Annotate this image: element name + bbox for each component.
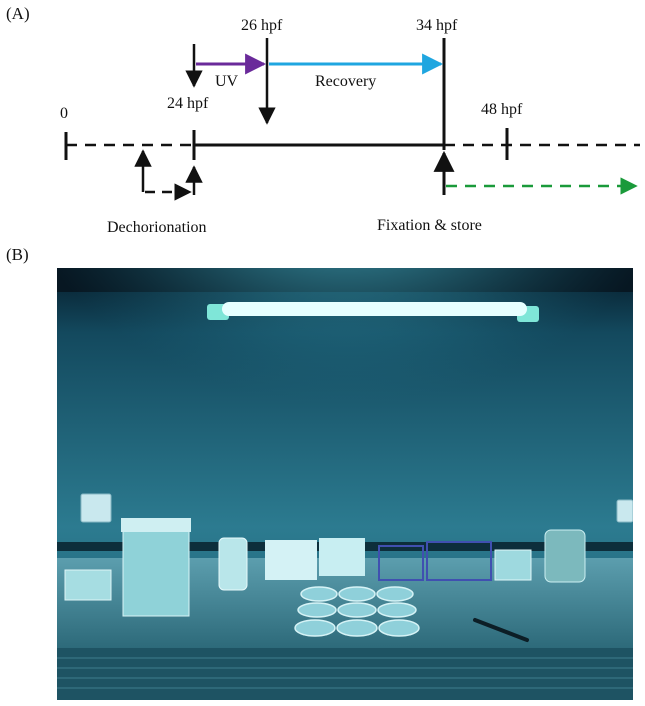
dechorionation-label: Dechorionation: [107, 219, 207, 236]
panel-label-a: (A): [6, 4, 30, 23]
glass-jar: [544, 529, 586, 583]
tube-rack-1: [378, 545, 424, 581]
petri-dishes: [294, 586, 420, 637]
uv-label: UV: [215, 73, 239, 90]
right-outlet: [616, 499, 633, 523]
front-grille: [57, 648, 633, 700]
white-box-1: [265, 540, 317, 580]
tick-label-48: 48 hpf: [481, 101, 523, 118]
medium-bottle: [218, 537, 248, 591]
tick-label-34: 34 hpf: [416, 17, 458, 34]
clear-container: [494, 549, 532, 581]
recovery-label: Recovery: [315, 73, 376, 90]
left-outlet: [80, 493, 112, 523]
tip-box-lid: [121, 518, 191, 532]
marker-pen: [473, 618, 529, 642]
front-grille-lines: [57, 657, 633, 689]
uv-light-glow: [57, 268, 633, 558]
tick-label-26: 26 hpf: [241, 17, 283, 34]
tip-box-stack: [122, 523, 190, 617]
small-box-left: [64, 569, 112, 601]
tube-rack-2: [426, 541, 492, 581]
timeline-diagram: 0 24 hpf 26 hpf 34 hpf 48 hpf UV Recover…: [60, 17, 640, 236]
uv-lamp-tube: [222, 302, 527, 316]
tick-label-24: 24 hpf: [167, 95, 209, 112]
panel-label-b: (B): [6, 245, 29, 264]
biosafety-cabinet-photo: [57, 268, 633, 700]
fixation-label: Fixation & store: [377, 217, 482, 234]
tick-label-0: 0: [60, 105, 68, 122]
white-box-2: [319, 538, 365, 576]
